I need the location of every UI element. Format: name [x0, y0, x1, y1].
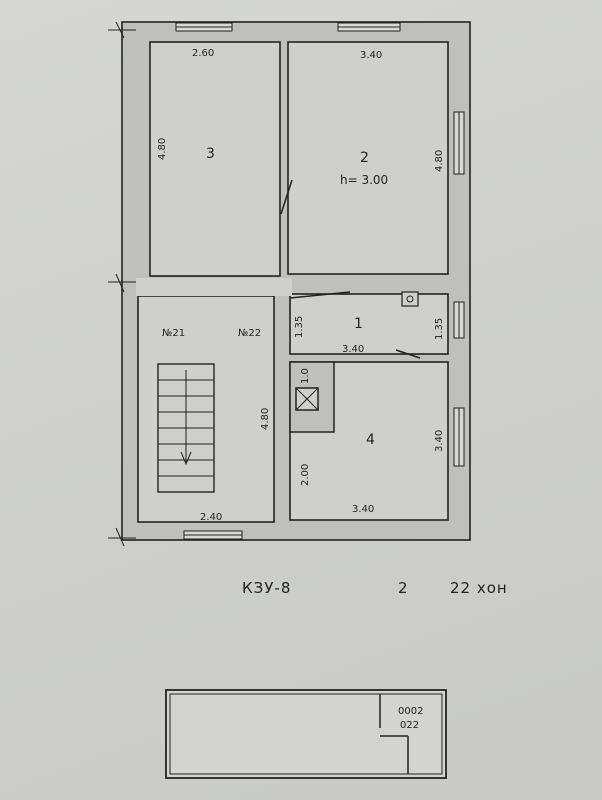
door-room-4: [395, 349, 421, 359]
dim-stair-bottom: 2.40: [200, 512, 222, 523]
room-label-2: 2: [360, 150, 369, 166]
room-3: [149, 41, 281, 277]
room-label-3: 3: [206, 146, 215, 162]
stair-mark-left: №21: [162, 328, 185, 339]
window-room-1: [453, 301, 465, 339]
break-mark-bottom: [108, 527, 136, 547]
room-1: [289, 293, 449, 355]
dim-stair-side: 4.80: [260, 408, 271, 430]
sink-icon: [401, 291, 419, 307]
stair-mark-right: №22: [238, 328, 261, 339]
door-room-1: [289, 291, 351, 299]
dim-r2-side: 4.80: [434, 150, 445, 172]
dim-r3-side: 4.80: [157, 138, 168, 160]
door-room-3: [280, 179, 293, 215]
dim-r1-right: 1.35: [434, 318, 445, 340]
caption-floor: 2: [398, 579, 409, 597]
landing: [136, 278, 292, 296]
dim-r4-left: 2.00: [300, 464, 311, 486]
window-room-3: [175, 22, 233, 32]
bottom-strip-label-1: 0002: [398, 706, 423, 717]
window-room-2-side: [453, 111, 465, 175]
bottom-strip-label-2: 022: [400, 720, 419, 731]
room-2: [287, 41, 449, 275]
dim-r4-right: 3.40: [434, 430, 445, 452]
dim-r1-bottom: 3.40: [342, 344, 364, 355]
window-stair: [183, 530, 243, 540]
window-room-4: [453, 407, 465, 467]
caption-code: КЗУ-8: [242, 579, 291, 597]
dim-r4-bottom: 3.40: [352, 504, 374, 515]
staircase: [157, 363, 215, 493]
dim-vent: 1.0: [300, 368, 311, 384]
caption-count: 22 хон: [450, 579, 508, 597]
break-mark-middle: [108, 273, 136, 293]
window-room-2: [337, 22, 401, 32]
dim-r1-left: 1.35: [294, 316, 305, 338]
room-2-height: h= 3.00: [340, 173, 388, 187]
bottom-strip-drawing: [165, 689, 447, 779]
dim-r3-top: 2.60: [192, 48, 214, 59]
room-label-1: 1: [354, 316, 363, 332]
break-mark-top: [108, 21, 136, 39]
room-label-4: 4: [366, 432, 375, 448]
dim-r2-top: 3.40: [360, 50, 382, 61]
